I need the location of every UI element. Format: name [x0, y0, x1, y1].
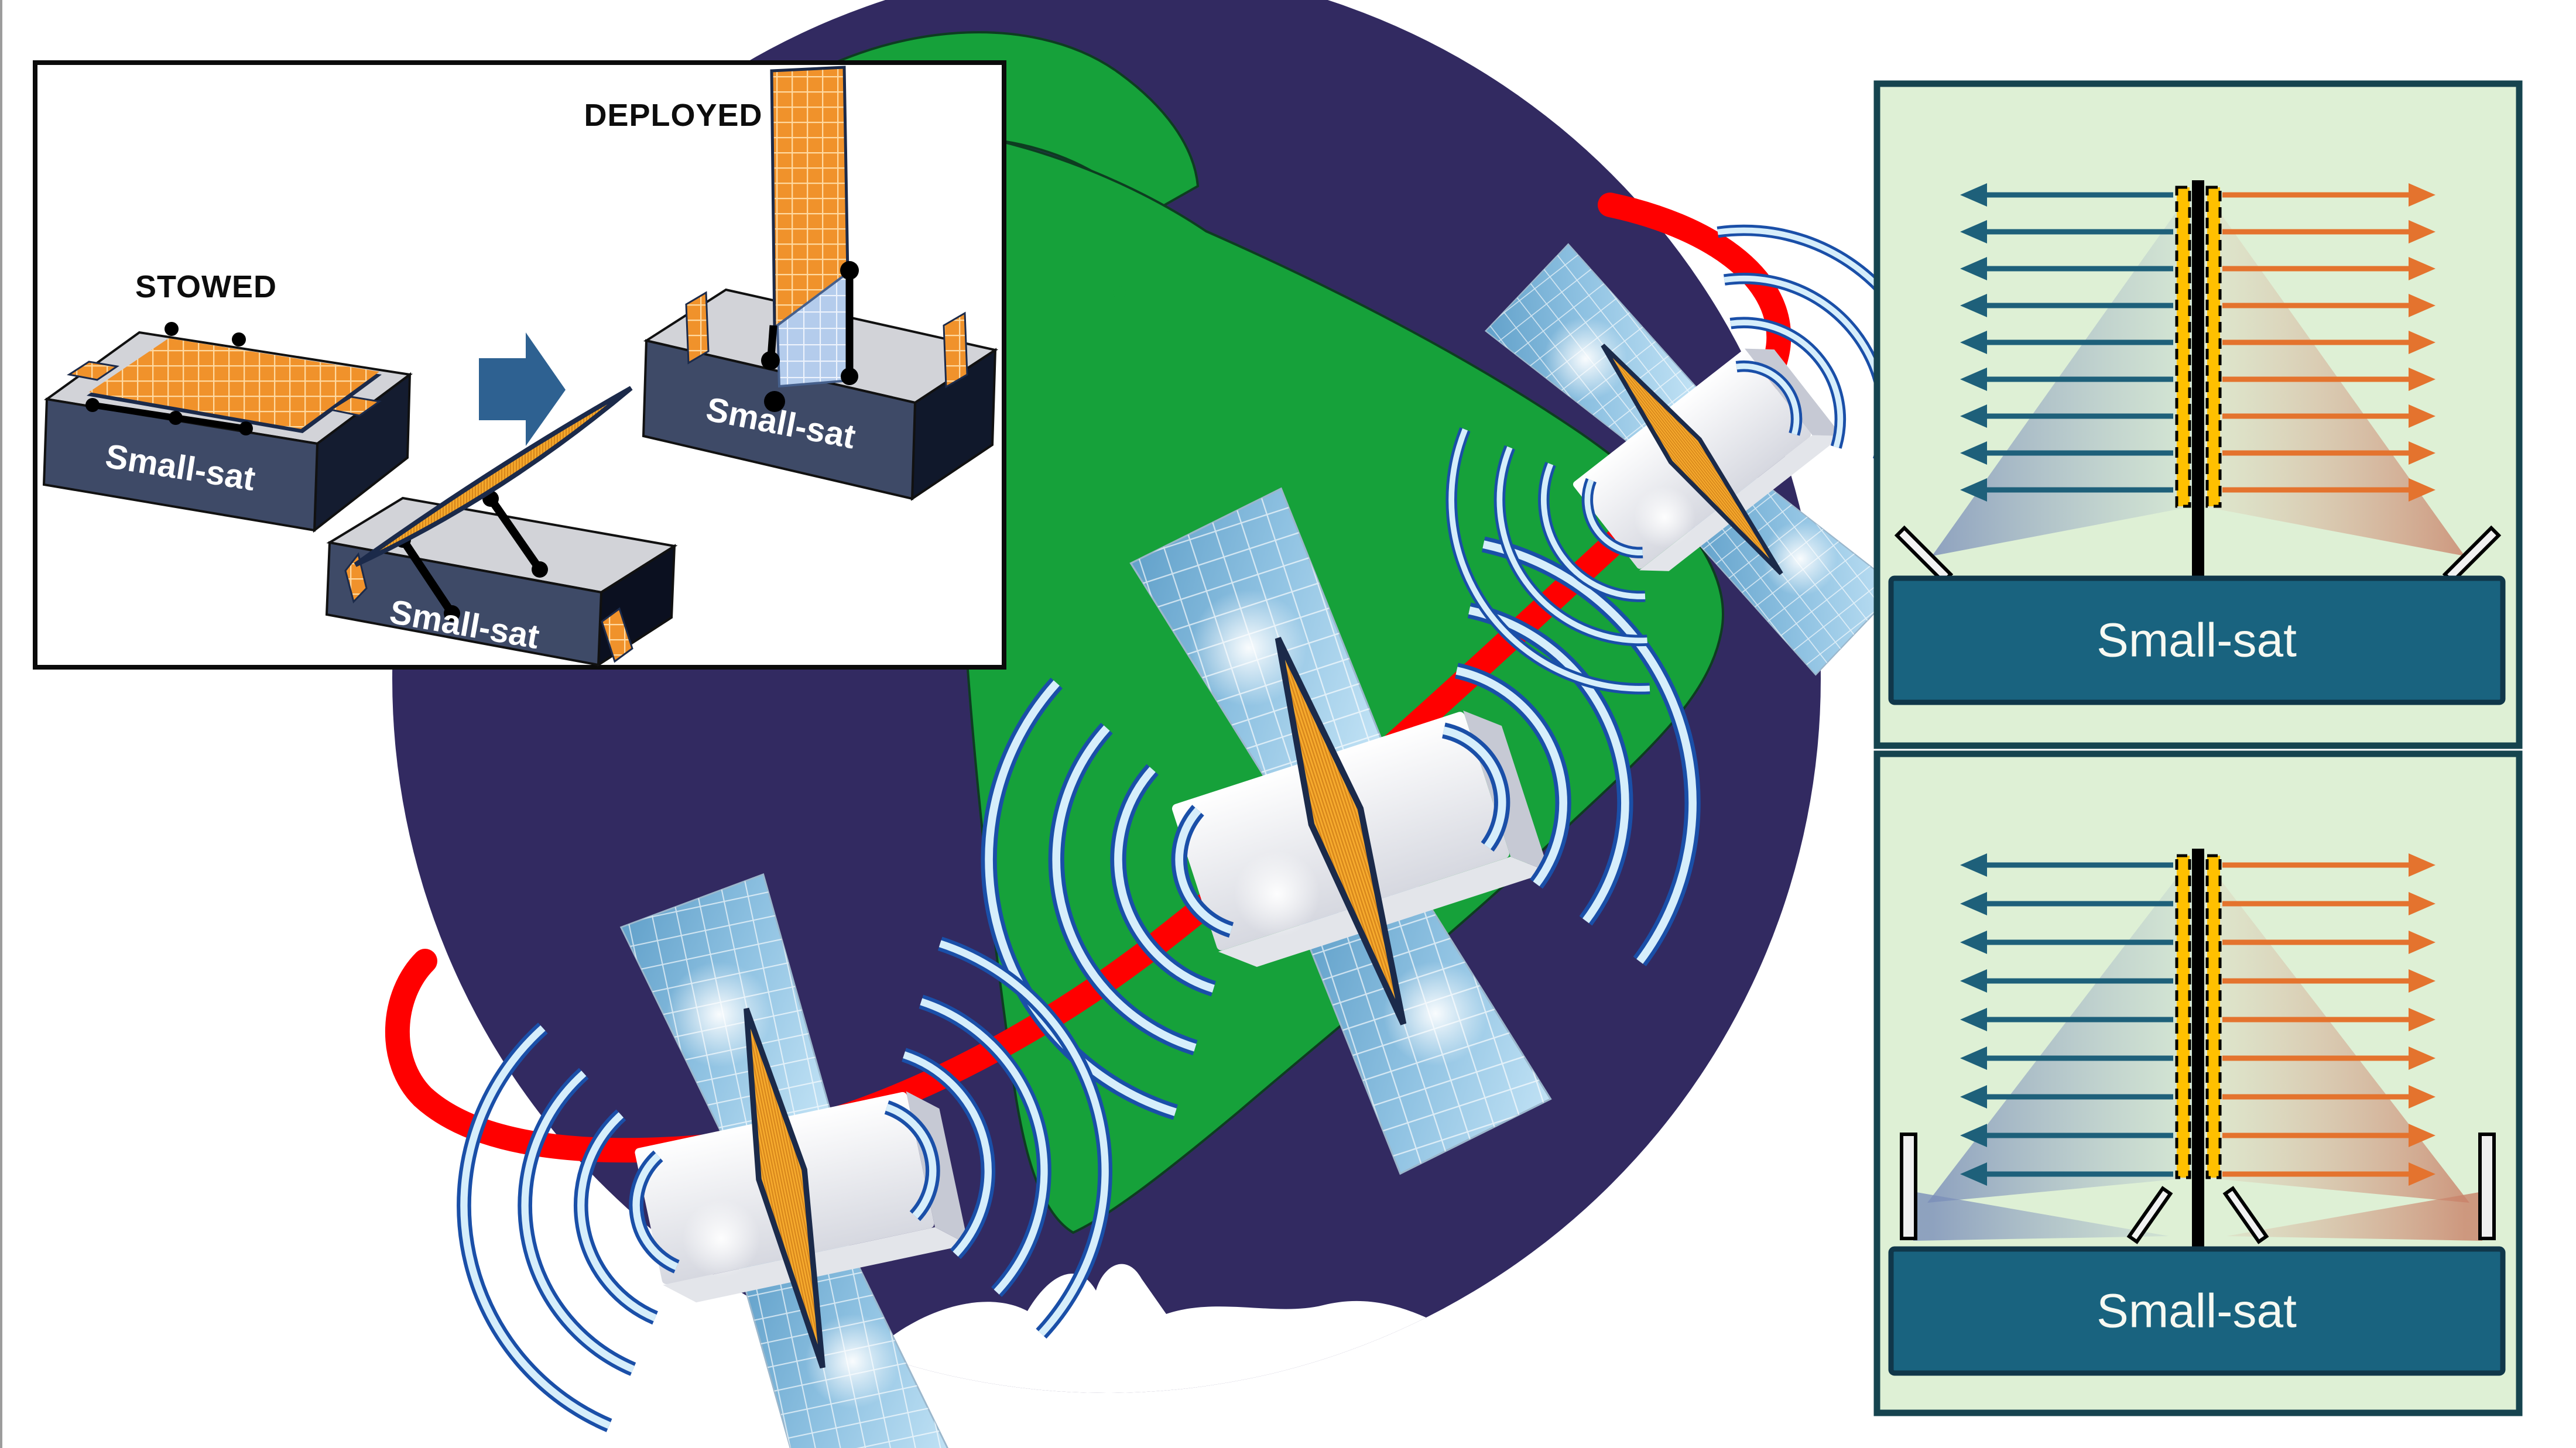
- radiation-panel-1: Small-sat: [1873, 80, 2523, 749]
- blue-arrows: [1960, 853, 2173, 1186]
- stowed-label: STOWED: [135, 269, 277, 304]
- orange-arrows: [2222, 853, 2435, 1186]
- deployed-satellite: Small-sat: [642, 66, 999, 501]
- smallsat-label: Small-sat: [2097, 614, 2297, 667]
- reflector-panel: [1900, 1133, 2496, 1244]
- blue-arrows: [1960, 183, 2173, 502]
- deployed-label: DEPLOYED: [584, 98, 762, 133]
- membrane-mast: [2175, 849, 2222, 1251]
- orange-arrows: [2222, 183, 2435, 502]
- left-beam: [1932, 187, 2194, 556]
- left-edge-line: [0, 0, 2, 1448]
- stowed-satellite: Small-sat: [42, 322, 413, 533]
- right-bounce-beam: [2226, 1192, 2482, 1241]
- caribbean-islands: [1062, 256, 1176, 332]
- membrane-mast: [2175, 180, 2222, 579]
- right-beam: [2202, 187, 2465, 556]
- radiation-panel-2: Small-sat: [1873, 750, 2523, 1416]
- smallsat-bus: Small-sat: [1888, 575, 2506, 705]
- transition-arrow-icon: [479, 332, 566, 446]
- deployment-inset: STOWED DEPLOYED Small-sat: [33, 60, 1006, 670]
- left-bounce-beam: [1913, 1192, 2169, 1241]
- smallsat-bus: Small-sat: [1888, 1246, 2506, 1376]
- smallsat-label: Small-sat: [2097, 1285, 2297, 1338]
